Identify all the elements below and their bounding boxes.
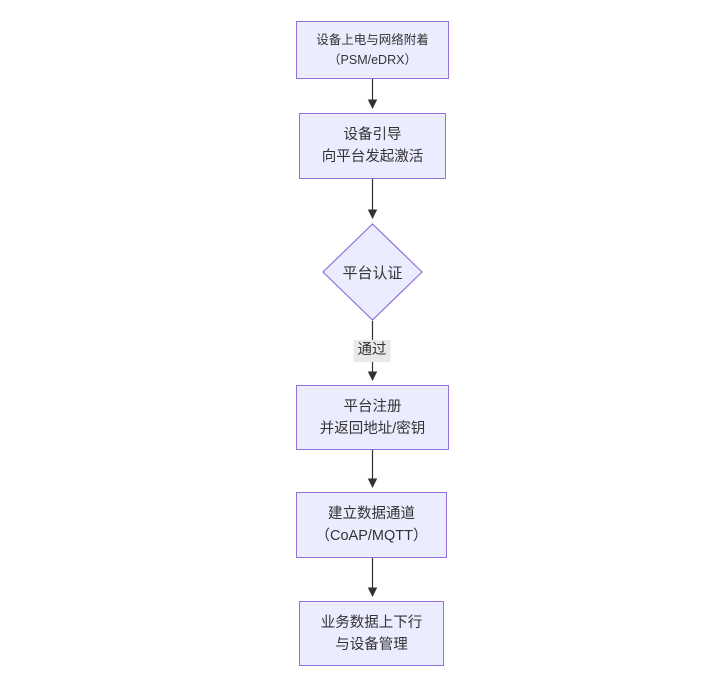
node-business-data: 业务数据上下行 与设备管理 <box>299 601 444 666</box>
node-line: 业务数据上下行 <box>320 614 423 631</box>
edge-label-pass: 通过 <box>353 340 391 362</box>
node-line: 并返回地址/密钥 <box>319 420 426 437</box>
node-line: 建立数据通道 <box>328 506 415 522</box>
node-line: （CoAP/MQTT） <box>315 528 428 544</box>
node-line: 设备上电与网络附着 <box>316 33 429 47</box>
node-power-attach: 设备上电与网络附着 （PSM/eDRX） <box>296 21 449 79</box>
node-platform-register: 平台注册 并返回地址/密钥 <box>296 385 449 450</box>
node-line: 向平台发起激活 <box>321 149 424 165</box>
node-line: 设备引导 <box>343 127 402 143</box>
node-line: 平台注册 <box>343 398 402 415</box>
decision-diamond-shape <box>322 223 423 321</box>
node-line: （PSM/eDRX） <box>328 53 417 67</box>
node-bootstrap: 设备引导 向平台发起激活 <box>299 113 446 179</box>
node-data-channel: 建立数据通道 （CoAP/MQTT） <box>296 492 447 558</box>
node-line: 与设备管理 <box>335 636 408 653</box>
